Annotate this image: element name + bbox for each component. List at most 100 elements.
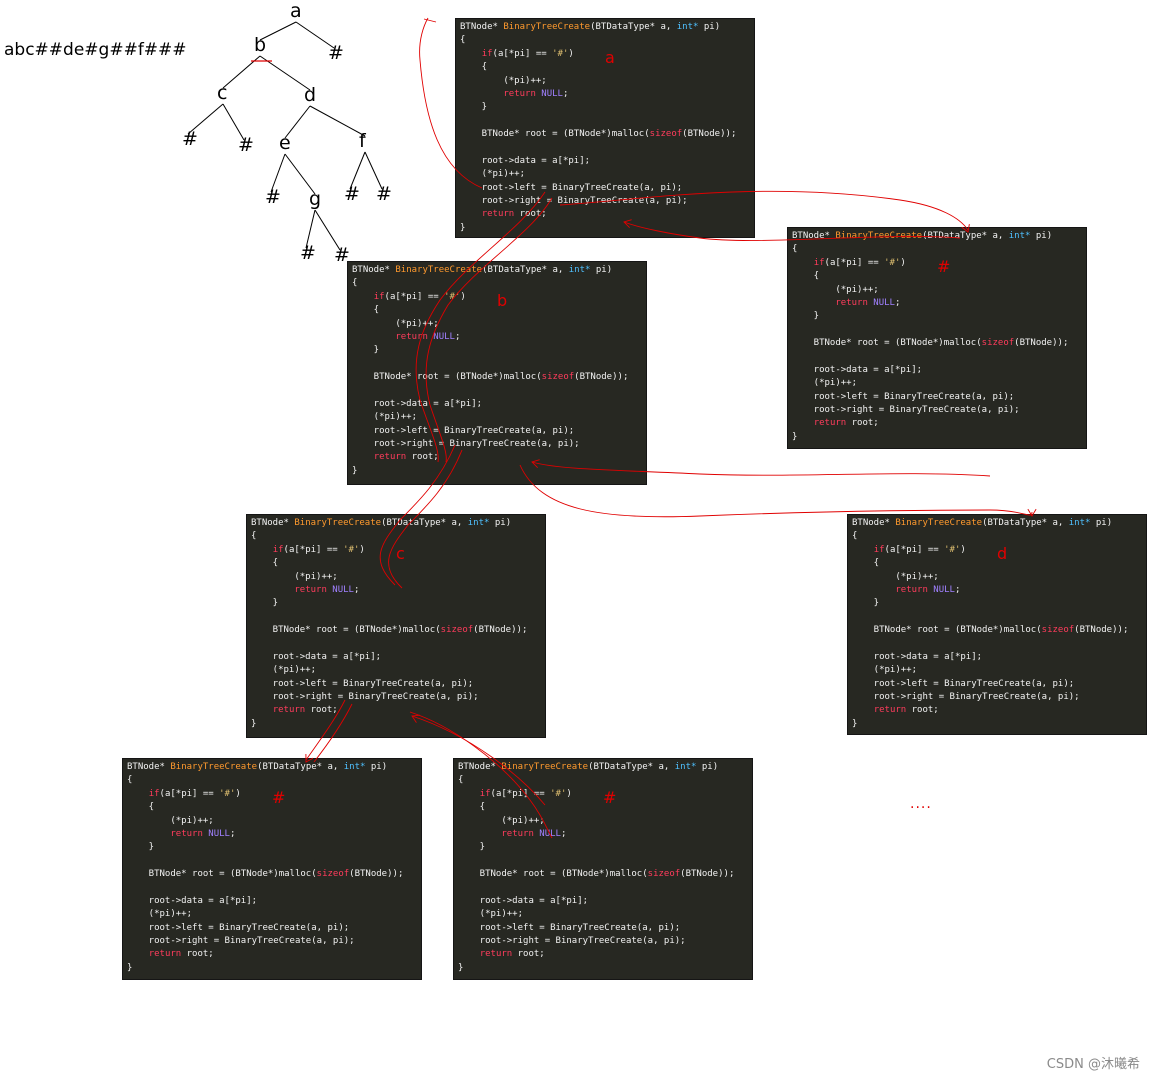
code-token: { — [792, 244, 798, 255]
arrow-c-to-hash-left-back — [313, 703, 353, 763]
tree-edge — [187, 103, 224, 135]
code-line: BTNode* root = (BTNode*)malloc(sizeof(BT… — [127, 868, 417, 881]
code-token: BTNode* — [852, 518, 896, 528]
code-line: BTNode* root = (BTNode*)malloc(sizeof(BT… — [792, 337, 1082, 350]
code-token: (BTDataType* a, — [482, 265, 569, 275]
code-line: { — [460, 61, 750, 74]
code-token: BTNode* — [460, 22, 504, 32]
code-line: root->right = BinaryTreeCreate(a, pi); — [127, 935, 417, 948]
code-b: BTNode* BinaryTreeCreate(BTDataType* a, … — [347, 261, 647, 485]
code-line: root->data = a[*pi]; — [251, 651, 541, 664]
code-token: ; — [894, 297, 901, 308]
arrow-a-up — [419, 17, 483, 189]
code-line: { — [792, 270, 1082, 283]
code-token: return — [835, 297, 868, 308]
arrow-c-left-head — [305, 753, 314, 763]
code-token: { — [460, 35, 466, 46]
code-token: } — [852, 718, 858, 729]
code-token: pi) — [489, 518, 512, 528]
code-token: (BTDataType* a, — [590, 22, 677, 32]
code-line: (*pi)++; — [458, 908, 748, 921]
code-line: return root; — [852, 704, 1142, 717]
tree-edge — [364, 151, 383, 190]
arrow-a-right-head — [961, 224, 970, 233]
arrow-c-to-hash-left — [305, 699, 346, 761]
code-token: return — [501, 828, 534, 839]
code-line: root->right = BinaryTreeCreate(a, pi); — [352, 438, 642, 451]
code-line: BTNode* BinaryTreeCreate(BTDataType* a, … — [251, 517, 541, 530]
code-token: '#' — [552, 48, 569, 59]
code-token: BTNode* — [127, 762, 171, 772]
code-token: ) — [568, 48, 574, 59]
code-line: { — [458, 774, 748, 787]
code-token: return — [272, 705, 306, 716]
code-token: '#' — [550, 788, 567, 799]
code-line: (*pi)++; — [251, 571, 541, 584]
code-token: return — [294, 584, 327, 595]
code-line: return NULL; — [352, 331, 642, 344]
code-line: { — [127, 801, 417, 814]
arrow-d-return-b — [531, 461, 991, 477]
code-line: } — [852, 718, 1142, 731]
code-token: (a[*pi] == — [492, 48, 553, 59]
code-token: } — [251, 718, 257, 729]
code-token: return — [873, 705, 907, 716]
code-token: return — [813, 418, 847, 429]
n-g: g — [309, 188, 322, 210]
code-line: if(a[*pi] == '#') — [352, 291, 642, 304]
tree-edge — [314, 209, 341, 251]
code-line: { — [458, 801, 748, 814]
n-c: c — [217, 82, 228, 104]
code-token: NULL — [933, 584, 955, 595]
code-token: { — [852, 531, 858, 542]
code-token: return — [479, 949, 513, 960]
code-token: root->left = BinaryTreeCreate(a, pi); — [251, 678, 474, 689]
code-line: return root; — [251, 704, 541, 717]
tree-edge — [222, 103, 245, 141]
code-token: int* — [568, 265, 591, 275]
code-token: } — [460, 102, 488, 113]
code-token: root->data = a[*pi]; — [792, 364, 923, 375]
code-token: BinaryTreeCreate — [895, 518, 983, 528]
code-line: BTNode* BinaryTreeCreate(BTDataType* a, … — [792, 230, 1082, 243]
code-line: (*pi)++; — [792, 284, 1082, 297]
arrow-b-to-c-back — [388, 449, 463, 589]
code-line: root->right = BinaryTreeCreate(a, pi); — [458, 935, 748, 948]
code-token: (*pi)++; — [127, 909, 193, 920]
code-token: } — [127, 962, 133, 973]
code-line: root->data = a[*pi]; — [352, 398, 642, 411]
code-line: return root; — [792, 417, 1082, 430]
code-token: ; — [229, 828, 236, 839]
code-line: root->left = BinaryTreeCreate(a, pi); — [127, 922, 417, 935]
code-token: BTNode* — [458, 762, 502, 772]
code-line: BTNode* root = (BTNode*)malloc(sizeof(BT… — [460, 128, 750, 141]
code-token: (BTNode)); — [680, 869, 735, 880]
code-token: int* — [1068, 518, 1091, 528]
code-token: return — [895, 584, 928, 595]
code-token: root->data = a[*pi]; — [127, 895, 258, 906]
code-token: (BTNode)); — [1014, 338, 1069, 349]
code-line: { — [792, 243, 1082, 256]
code-token: } — [460, 222, 466, 233]
code-token: BTNode* root = (BTNode*)malloc( — [458, 869, 648, 880]
code-line: return root; — [127, 948, 417, 961]
code-token: (a[*pi] == — [283, 544, 344, 555]
code-token: BTNode* root = (BTNode*)malloc( — [852, 625, 1042, 636]
tree-edge — [309, 105, 366, 137]
seq-label: abc##de#g##f### — [4, 40, 187, 60]
arrow-hash-right-return-c — [411, 715, 546, 806]
code-token: (BTNode)); — [473, 625, 528, 636]
code-line: if(a[*pi] == '#') — [458, 788, 748, 801]
code-token: root; — [906, 705, 939, 716]
code-line: return NULL; — [852, 584, 1142, 597]
code-line: BTNode* BinaryTreeCreate(BTDataType* a, … — [460, 21, 750, 34]
code-line: { — [852, 557, 1142, 570]
code-token: { — [251, 558, 279, 569]
arrow-hash-return-head — [623, 219, 632, 228]
code-line: BTNode* BinaryTreeCreate(BTDataType* a, … — [352, 264, 642, 277]
code-token: sizeof — [541, 372, 575, 383]
code-token: root->data = a[*pi]; — [352, 398, 483, 409]
code-token: root->data = a[*pi]; — [852, 651, 983, 662]
code-token: root; — [406, 452, 439, 463]
code-token: (BTDataType* a, — [257, 762, 344, 772]
